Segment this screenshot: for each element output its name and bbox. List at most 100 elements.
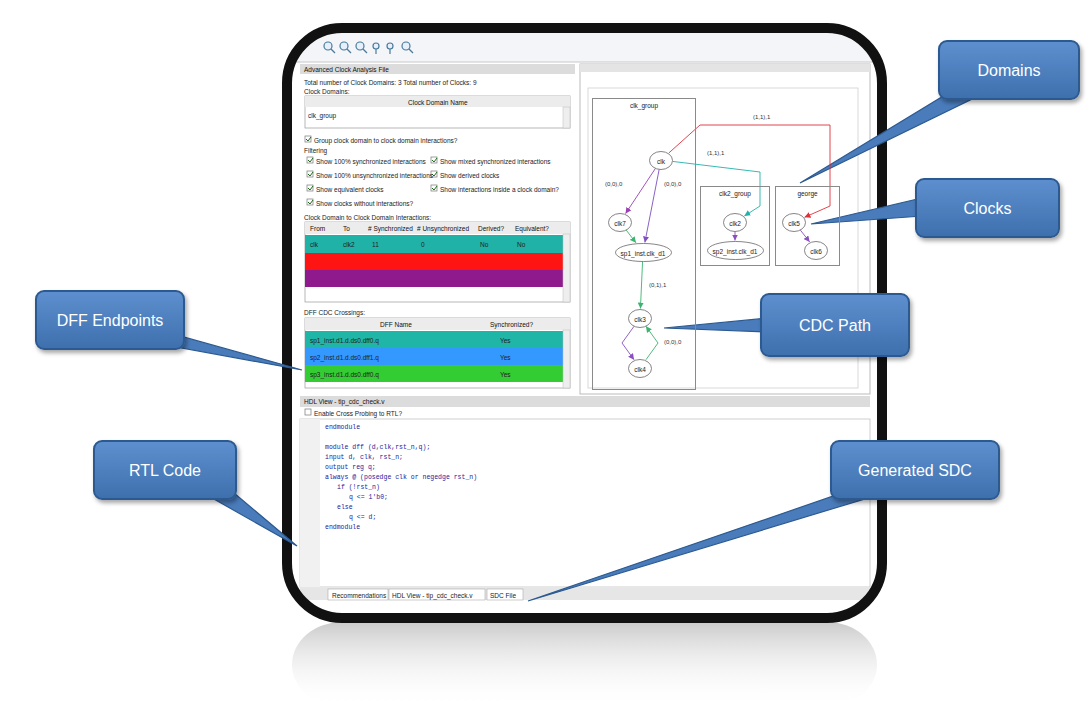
checkbox-label: Show interactions inside a clock domain? xyxy=(440,186,559,193)
node-text: sp2_inst.clk_d1 xyxy=(713,245,758,255)
code-line: input d, clk, rst_n; xyxy=(325,454,403,461)
toolbar-icon xyxy=(373,43,379,49)
checkmark xyxy=(308,172,313,176)
clock-node: clk3 xyxy=(628,309,652,328)
callout-box: DFF Endpoints xyxy=(35,290,185,350)
node-ellipse xyxy=(650,151,673,169)
table-header xyxy=(305,222,570,234)
node-text: clk5 xyxy=(788,217,800,227)
node-ellipse xyxy=(805,241,828,259)
clock-node: clk xyxy=(649,151,673,170)
section-label: Filtering xyxy=(304,147,327,154)
node-text: clk4 xyxy=(634,363,646,373)
row-green xyxy=(305,365,563,382)
checkmark xyxy=(432,158,437,162)
checkbox-label: Show 100% synchronized interactions xyxy=(316,158,426,165)
edge-label: (1,1),1 xyxy=(752,114,771,121)
table-cell: No xyxy=(480,241,488,248)
table-cell: Yes xyxy=(500,371,511,378)
toolbar-icon xyxy=(375,49,376,54)
scrollbar xyxy=(563,330,570,388)
table-header: # Unsynchronized xyxy=(417,225,469,232)
clock-node: sp1_inst.clk_d1 xyxy=(615,243,672,262)
callout-box: RTL Code xyxy=(93,440,237,500)
row-purple xyxy=(305,270,563,287)
table-header: Clock Domain Name xyxy=(408,99,468,106)
section-label: Clock Domain to Clock Domain Interaction… xyxy=(304,214,431,221)
callout-tail xyxy=(528,492,868,601)
checkboxes xyxy=(305,136,437,205)
table-header: DFF Name xyxy=(380,321,412,328)
tab xyxy=(487,589,523,600)
node-text: clk6 xyxy=(810,245,822,255)
checkmark xyxy=(432,186,437,190)
table-box xyxy=(305,318,570,388)
checkbox xyxy=(305,409,311,415)
callout-tail xyxy=(811,198,922,224)
checkbox-label: Show equivalent clocks xyxy=(316,186,384,193)
table-cell: No xyxy=(517,241,525,248)
tab-label: SDC File xyxy=(490,592,516,599)
scrollbar xyxy=(563,234,570,302)
table-cell: Yes xyxy=(500,337,511,344)
code-line: always @ (posedge clk or negedge rst_n) xyxy=(325,474,477,481)
code-line: else xyxy=(337,504,353,511)
node-ellipse xyxy=(609,213,632,231)
checkbox xyxy=(305,136,311,142)
table-cell: Yes xyxy=(500,354,511,361)
node-text: clk2 xyxy=(729,217,741,227)
node-ellipse xyxy=(629,309,652,327)
table-header: From xyxy=(310,225,325,232)
cdc-connector xyxy=(626,230,636,243)
table-header: Equivalent? xyxy=(515,225,549,232)
code-line: output reg q; xyxy=(325,464,376,471)
code-line: q <= d; xyxy=(349,514,376,521)
table-cell: clk xyxy=(310,241,318,248)
node-text: Clocks xyxy=(963,199,1011,218)
section-label: DFF CDC Crossings: xyxy=(304,309,365,316)
node-ellipse xyxy=(783,213,806,231)
checkbox xyxy=(431,185,437,191)
tab-label: HDL View - tip_cdc_check.v xyxy=(392,592,473,599)
node-ellipse xyxy=(707,241,763,259)
table-header xyxy=(305,318,570,330)
edge-label: (0,0),0 xyxy=(663,181,682,188)
cdc-connector xyxy=(669,125,830,217)
cdc-connector xyxy=(640,261,642,308)
toolbar-rule xyxy=(292,62,877,63)
checkmark xyxy=(308,186,313,190)
callout-tails xyxy=(160,92,972,601)
clock-node: clk6 xyxy=(804,241,828,260)
checkbox-label: Show 100% unsynchronized interactions xyxy=(316,172,433,179)
table-header: To xyxy=(343,225,350,232)
toolbar-icons xyxy=(324,42,413,54)
checkbox xyxy=(307,157,313,163)
tab xyxy=(328,589,388,600)
node-text: Domains xyxy=(977,61,1040,80)
list-item: clk_group xyxy=(308,112,336,119)
panel-title-bar xyxy=(300,396,870,407)
clock-domain-group: georgeclk5clk6 xyxy=(775,186,840,266)
panel-title: Advanced Clock Analysis File xyxy=(304,66,389,73)
checkbox xyxy=(307,185,313,191)
callout-box: Domains xyxy=(938,40,1080,100)
table-header: Synchronized? xyxy=(490,321,533,328)
table-cell: sp1_inst.d1.d.ds0.dff0.q xyxy=(310,337,379,344)
table-cell: sp3_inst.d1.d.ds0.dff0.q xyxy=(310,371,379,378)
node-text: clk3 xyxy=(634,313,646,323)
table-header: # Synchronized xyxy=(368,225,413,232)
cdc-connector xyxy=(646,326,658,359)
code-line: module dff (d,clk,rst_n,q); xyxy=(325,444,430,451)
cdc-connector xyxy=(622,326,634,359)
scrollbar xyxy=(563,107,570,128)
node-ellipse xyxy=(615,243,671,261)
cdc-connector xyxy=(735,232,736,241)
callout-tail xyxy=(800,92,972,183)
panel-title-bar xyxy=(300,64,575,74)
code-line: q <= 1'b0; xyxy=(349,494,388,501)
table-cell: 0 xyxy=(421,241,425,248)
panel-title: HDL View - tip_cdc_check.v xyxy=(304,398,385,405)
toolbar-icon xyxy=(340,42,348,50)
tab-label: Recommendations xyxy=(332,592,386,599)
